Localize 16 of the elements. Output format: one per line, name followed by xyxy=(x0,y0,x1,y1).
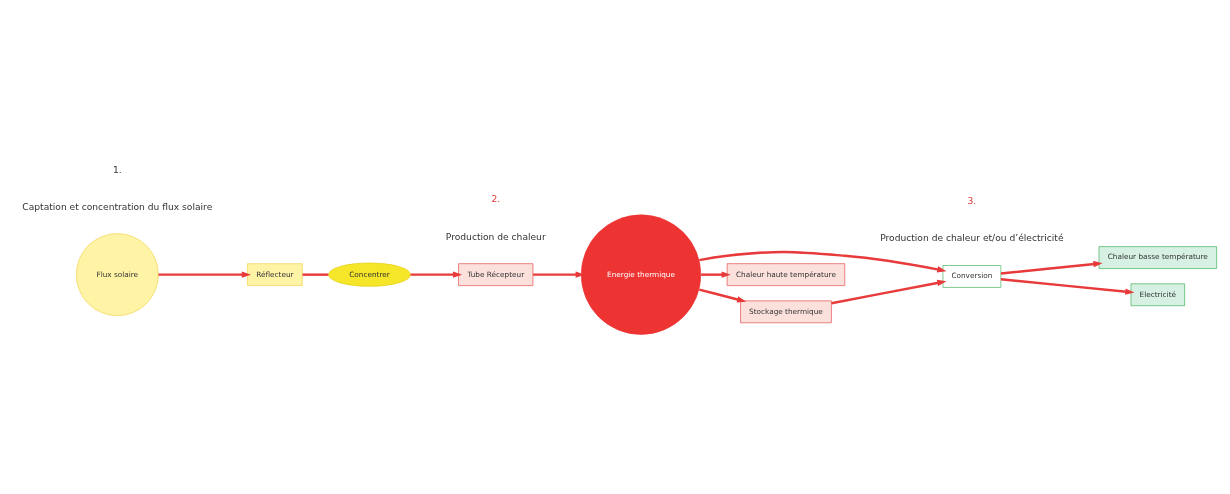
label: 3. xyxy=(967,196,977,207)
arrow xyxy=(701,271,731,278)
label: 1. xyxy=(112,164,122,175)
label: Captation et concentration du flux solaire xyxy=(22,201,213,212)
label: Production de chaleur et/ou d’électricité xyxy=(880,233,1064,244)
arrow xyxy=(533,271,585,278)
label: Production de chaleur xyxy=(445,231,546,242)
arrow xyxy=(158,271,251,278)
arrow xyxy=(1000,278,1135,295)
arrow xyxy=(831,279,947,305)
arrow xyxy=(698,288,747,303)
label: 2. xyxy=(491,194,501,205)
connector xyxy=(302,273,329,276)
arrow xyxy=(699,250,947,273)
arrow xyxy=(1000,260,1103,275)
arrow xyxy=(410,271,463,278)
